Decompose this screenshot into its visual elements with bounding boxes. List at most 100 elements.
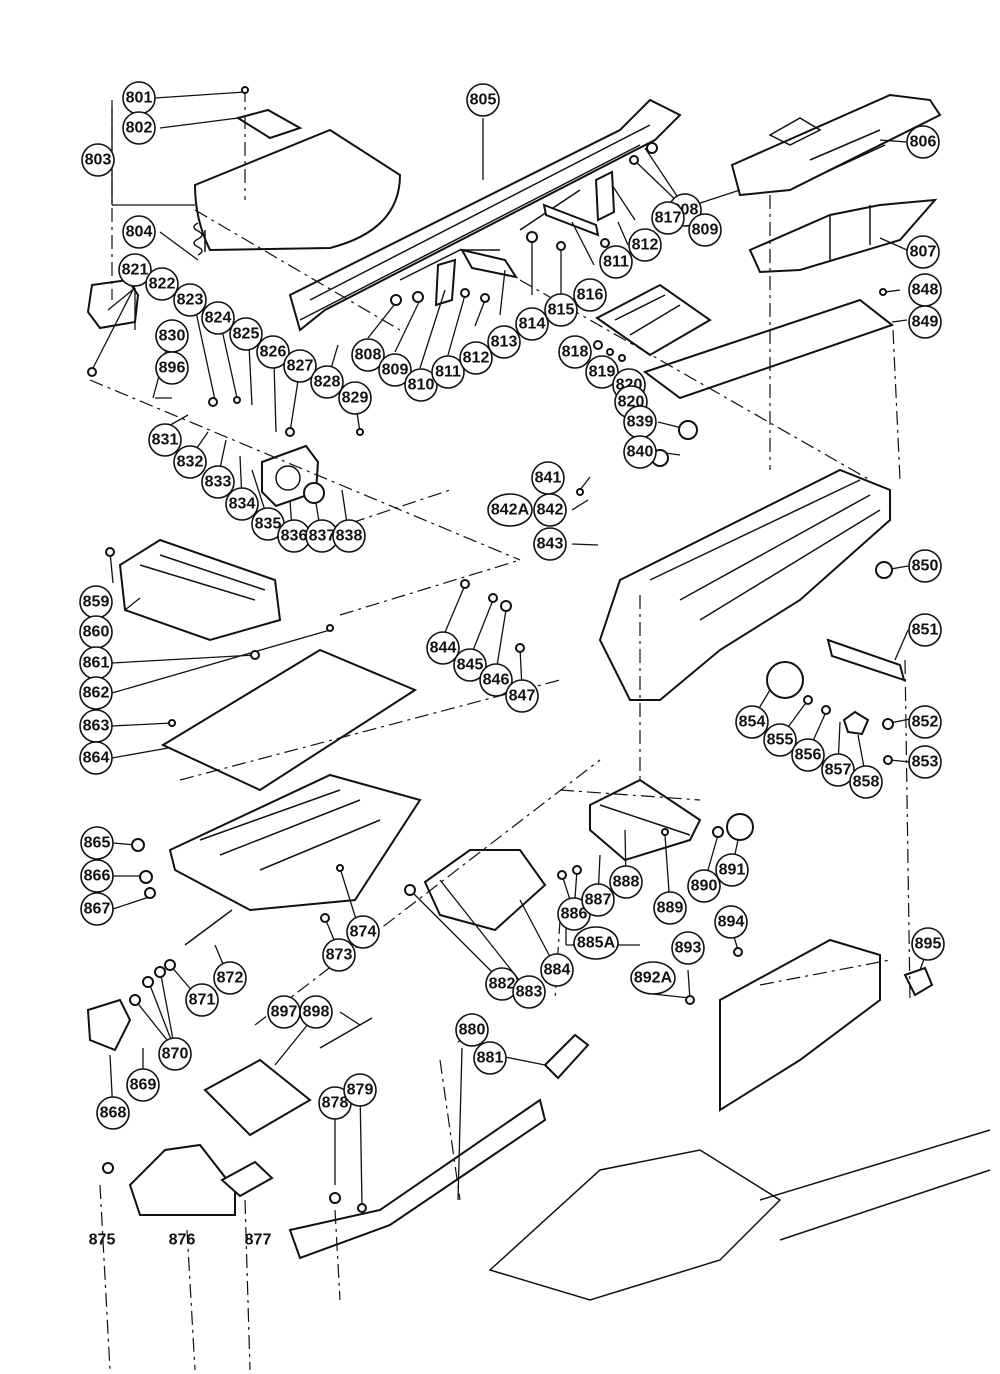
callout: 880: [455, 1013, 489, 1047]
callout-label: 804: [126, 224, 153, 241]
callout: 871: [185, 983, 219, 1017]
callout-label: 833: [205, 474, 232, 491]
callout-label: 825: [233, 326, 260, 343]
callout-label: 831: [152, 432, 179, 449]
callout-label: 837: [309, 528, 336, 545]
callout-label: 879: [347, 1082, 374, 1099]
callout: 831: [148, 423, 182, 457]
callout: 803: [81, 143, 115, 177]
callout: 884: [540, 953, 574, 987]
callout-label: 805: [470, 92, 497, 109]
callout: 809: [688, 213, 722, 247]
callout: 897: [267, 995, 301, 1029]
callout-label: 823: [177, 292, 204, 309]
callout: 821: [118, 253, 152, 287]
callout-label: 817: [655, 210, 682, 227]
callout: 878: [318, 1086, 352, 1120]
callout-label: 844: [430, 640, 457, 657]
callout-label: 812: [463, 350, 490, 367]
callout-label: 866: [84, 868, 111, 885]
callout: 830: [155, 319, 189, 353]
callout-label: 873: [326, 947, 353, 964]
callout-label: 861: [83, 655, 110, 672]
callout-label: 810: [408, 377, 435, 394]
callout-label: 828: [314, 374, 341, 391]
callout: 826: [256, 335, 290, 369]
callout: 840: [623, 435, 657, 469]
callout-label: 884: [544, 962, 571, 979]
callout: 862: [79, 676, 113, 710]
callout: 825: [229, 317, 263, 351]
callout-label: 816: [577, 287, 604, 304]
callout: 894: [714, 905, 748, 939]
callout-label: 867: [84, 901, 111, 918]
callout-label: 888: [613, 874, 640, 891]
callout-label: 809: [382, 362, 409, 379]
callout: 847: [505, 679, 539, 713]
callout-label: 871: [189, 992, 216, 1009]
callout-label: 835: [255, 516, 282, 533]
callout-label: 891: [719, 862, 746, 879]
callout-label: 843: [537, 536, 564, 553]
callout: 806: [906, 125, 940, 159]
callout: 866: [80, 859, 114, 893]
callout: 844: [426, 631, 460, 665]
callout: 867: [80, 892, 114, 926]
callout-label: 882: [489, 976, 516, 993]
callout-label: 829: [342, 390, 369, 407]
callout: 828: [310, 365, 344, 399]
callout-label: 839: [627, 414, 654, 431]
callout: 809: [378, 353, 412, 387]
callout-label: 859: [83, 594, 110, 611]
callout-label: 858: [853, 774, 880, 791]
callout: 813: [487, 325, 521, 359]
callout-label: 853: [912, 754, 939, 771]
callout-label: 806: [910, 134, 937, 151]
callout: 863: [79, 709, 113, 743]
callout-label: 895: [915, 936, 942, 953]
callout: 885A: [573, 926, 619, 960]
callout: 893: [671, 931, 705, 965]
callout: 860: [79, 615, 113, 649]
callout-label: 896: [159, 360, 186, 377]
callout: 832: [173, 445, 207, 479]
callout: 859: [79, 585, 113, 619]
callout: 851: [908, 613, 942, 647]
callout: 896: [155, 351, 189, 385]
callout-label: 864: [83, 750, 110, 767]
callout: 836: [277, 519, 311, 553]
callout-label: 860: [83, 624, 110, 641]
callout: 870: [158, 1037, 192, 1071]
callout: 883: [512, 975, 546, 1009]
callout: 815: [544, 293, 578, 327]
callout: 824: [201, 301, 235, 335]
callout: 807: [906, 235, 940, 269]
callout-label: 880: [459, 1022, 486, 1039]
callout: 890: [687, 869, 721, 903]
callout: 817: [651, 201, 685, 235]
callout-label: 801: [126, 90, 153, 107]
callout-label: 834: [229, 496, 256, 513]
callout: 873: [322, 938, 356, 972]
callout-label: 802: [126, 120, 153, 137]
callout-label: 886: [561, 906, 588, 923]
callout: 879: [343, 1073, 377, 1107]
callout-label: 848: [912, 282, 939, 299]
callout: 891: [715, 853, 749, 887]
callout-label: 870: [162, 1046, 189, 1063]
callout-label: 890: [691, 878, 718, 895]
part-drawings: [86, 93, 991, 1301]
callout: 850: [908, 549, 942, 583]
callout-label: 869: [130, 1077, 157, 1094]
callout-label: 862: [83, 685, 110, 702]
callout: 839: [623, 405, 657, 439]
callout-label: 887: [585, 892, 612, 909]
callout: 856: [791, 738, 825, 772]
plain-labels: 875 876 877: [89, 1232, 272, 1249]
callout: 822: [145, 267, 179, 301]
callout: 818: [558, 335, 592, 369]
callout: 858: [849, 765, 883, 799]
callout: 886: [557, 897, 591, 931]
callout: 833: [201, 465, 235, 499]
